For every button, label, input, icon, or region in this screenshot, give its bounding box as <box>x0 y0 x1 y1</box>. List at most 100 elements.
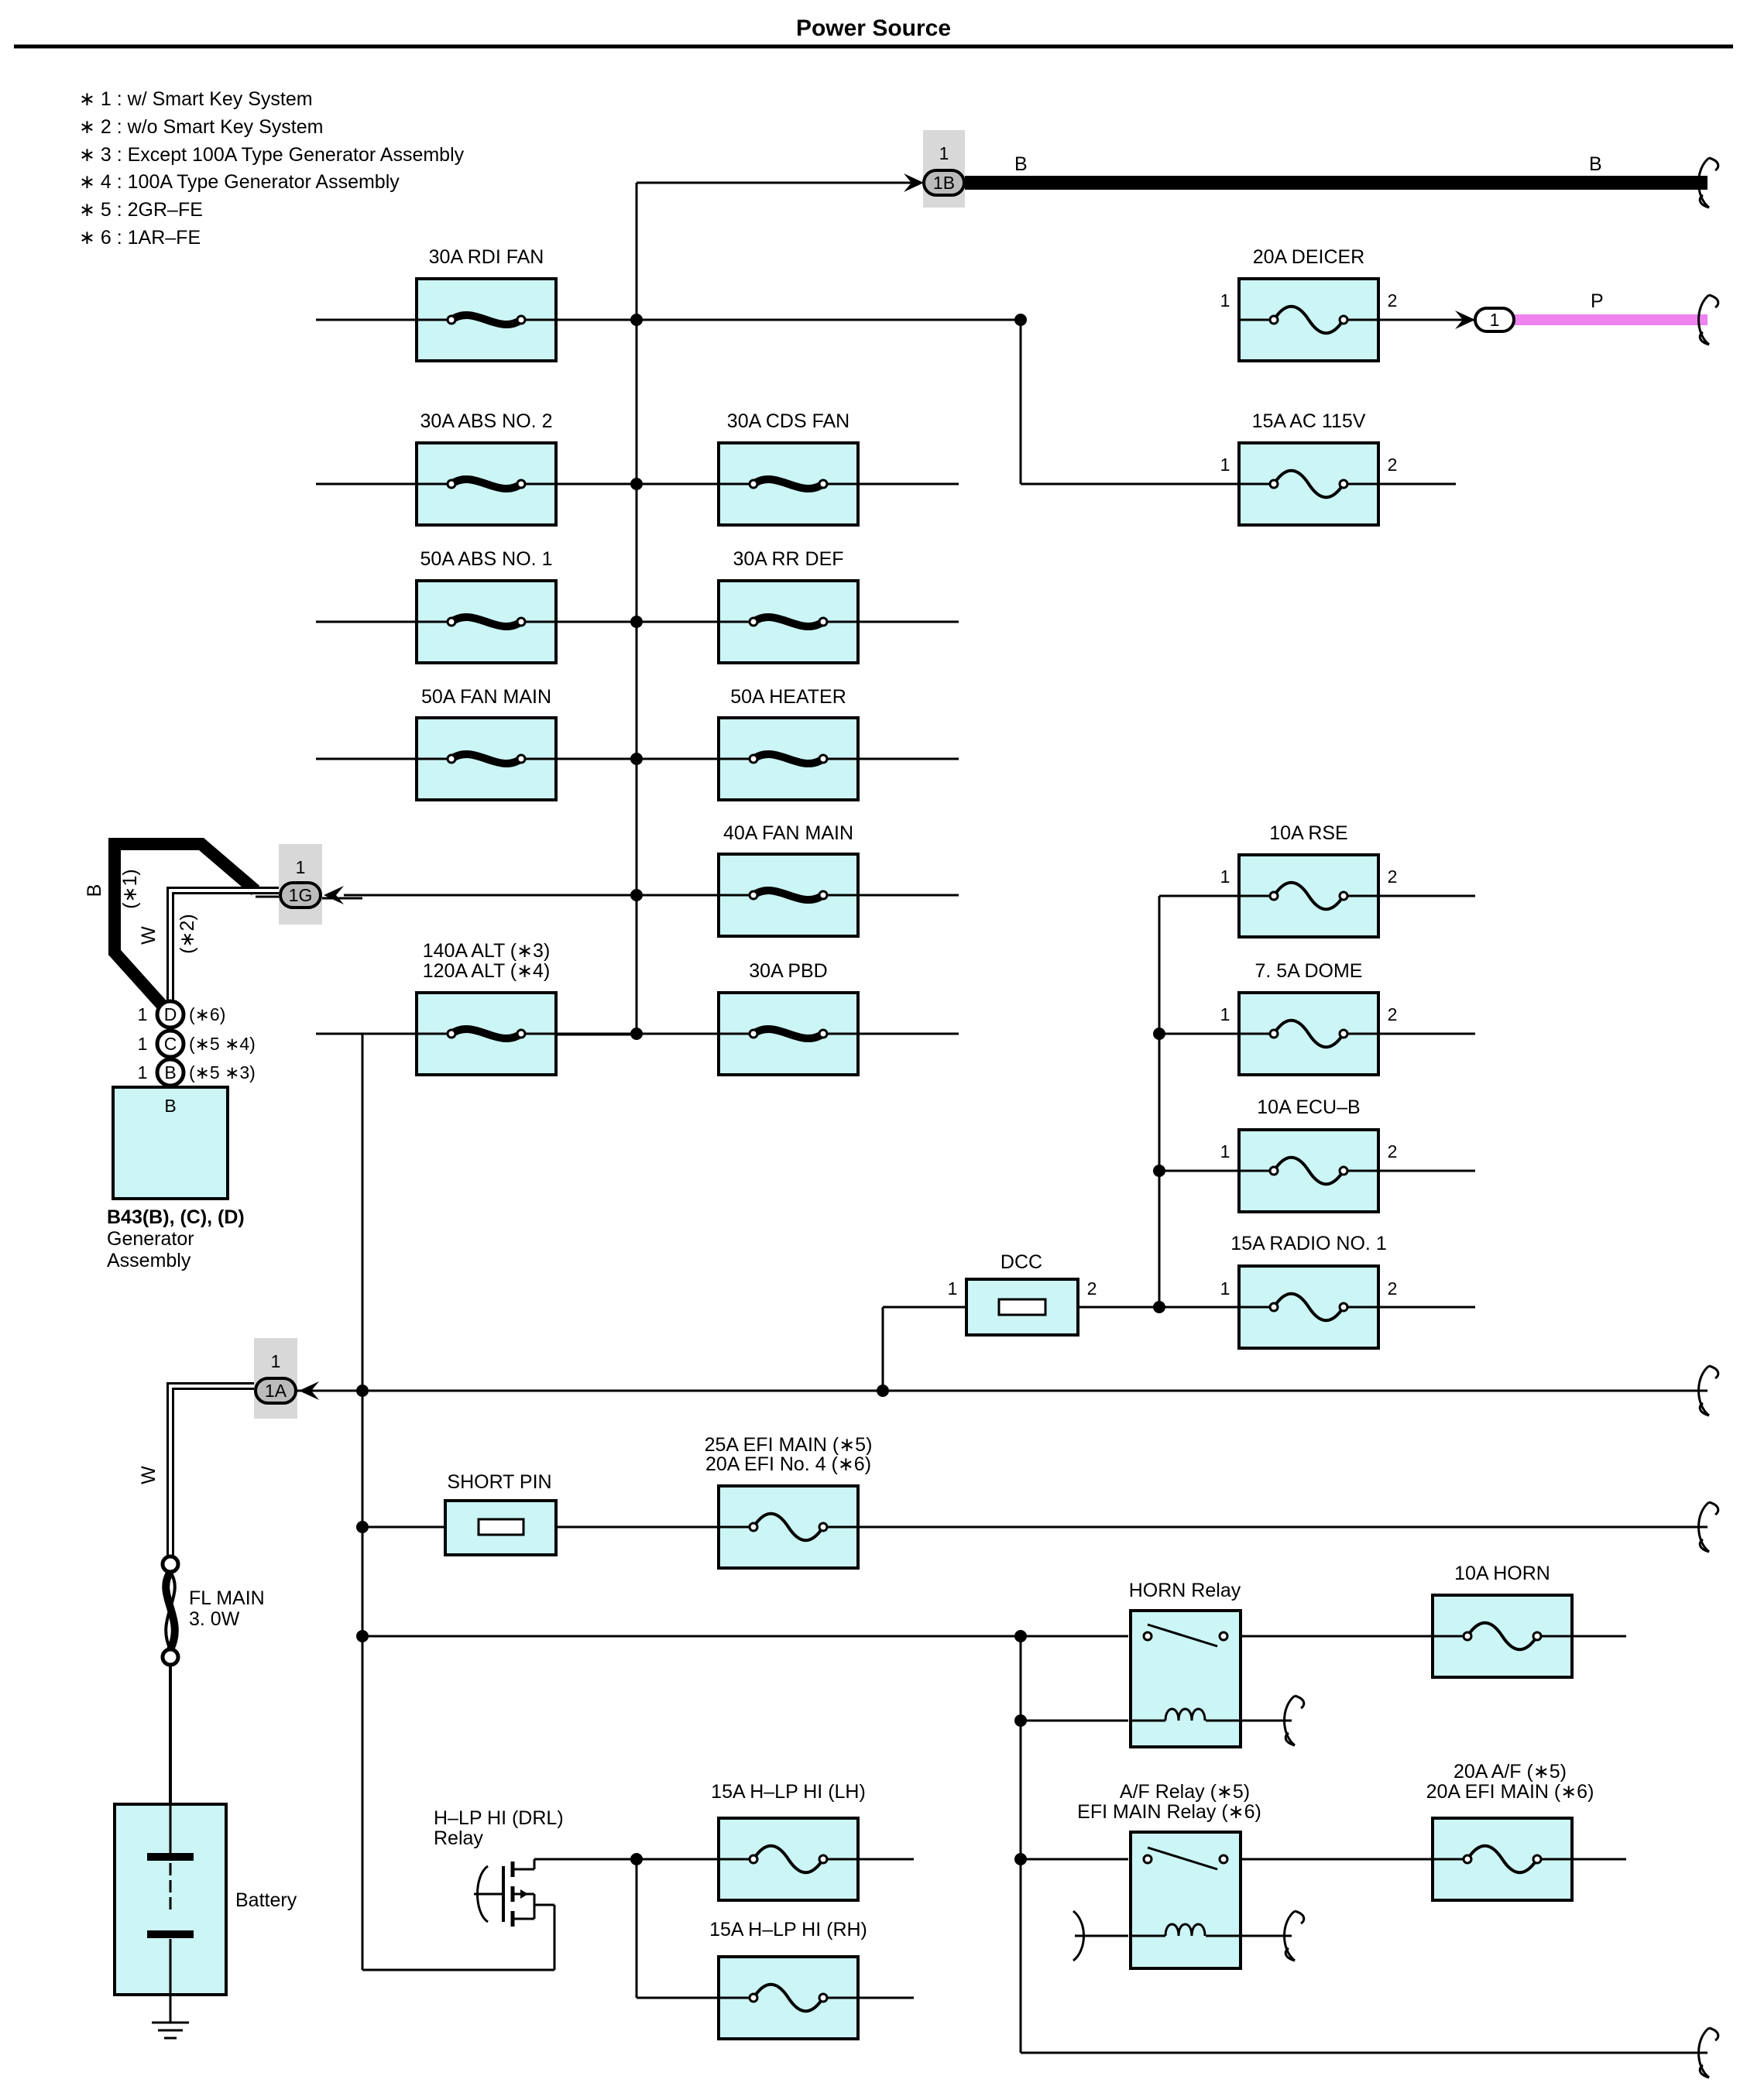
note-2: ∗ 2 : w/o Smart Key System <box>79 116 323 138</box>
svg-text:2: 2 <box>1388 1278 1398 1299</box>
svg-text:DCC: DCC <box>1000 1251 1042 1273</box>
svg-text:20A A/F (∗5): 20A A/F (∗5) <box>1454 1761 1567 1783</box>
svg-text:H–LP HI (DRL): H–LP HI (DRL) <box>434 1807 564 1829</box>
page-title: Power Source <box>796 15 951 41</box>
wire-b-label-right: B <box>1589 153 1602 175</box>
lower-bus-wires <box>294 1389 1708 2054</box>
connector-1-pink-label: 1 <box>1490 310 1500 330</box>
connector-1b <box>922 169 966 197</box>
note-6: ∗ 6 : 1AR–FE <box>79 227 201 249</box>
connector-1b-label: 1B <box>933 173 955 193</box>
svg-text:(∗5 ∗4): (∗5 ∗4) <box>189 1034 256 1054</box>
note-1: ∗ 1 : w/ Smart Key System <box>79 88 313 110</box>
hlp-wires <box>362 1858 914 1999</box>
dcc-branch-wires <box>881 894 1475 1391</box>
svg-text:30A ABS NO. 2: 30A ABS NO. 2 <box>420 410 553 432</box>
connector-1-pink <box>1474 307 1515 333</box>
svg-text:25A EFI MAIN (∗5): 25A EFI MAIN (∗5) <box>705 1434 873 1456</box>
note-5: ∗ 5 : 2GR–FE <box>79 199 203 221</box>
fuse-horn: 10A HORN <box>1431 1563 1574 1679</box>
wire-break-left-af <box>1072 1910 1085 1962</box>
svg-text:W: W <box>138 1466 160 1484</box>
wire-p-label: P <box>1591 290 1604 312</box>
svg-text:2: 2 <box>1388 290 1398 311</box>
fuse-af: 20A A/F (∗5) 20A EFI MAIN (∗6) <box>1426 1761 1594 1902</box>
notes-legend: ∗ 1 : w/ Smart Key System ∗ 2 : w/o Smar… <box>79 88 465 249</box>
svg-text:50A FAN MAIN: 50A FAN MAIN <box>421 686 551 708</box>
fuse-hlp-hi-rh: 15A H–LP HI (RH) <box>709 1919 867 2040</box>
svg-text:1: 1 <box>271 1351 281 1371</box>
connector-1b-pin: 1 <box>939 143 949 163</box>
fuse-fan-main-50a: 50A FAN MAIN <box>316 686 657 800</box>
svg-text:10A RSE: 10A RSE <box>1269 822 1347 844</box>
svg-text:1: 1 <box>138 1004 148 1024</box>
svg-text:140A ALT (∗3): 140A ALT (∗3) <box>423 940 551 962</box>
svg-text:1: 1 <box>1220 455 1230 475</box>
svg-text:Battery: Battery <box>235 1889 297 1911</box>
junction-dots-dcc <box>1153 1028 1165 1313</box>
svg-text:10A ECU–B: 10A ECU–B <box>1257 1096 1360 1118</box>
svg-text:B43(B), (C), (D): B43(B), (C), (D) <box>107 1206 245 1228</box>
horn-relay: HORN Relay <box>1129 1580 1242 1748</box>
svg-text:1: 1 <box>1220 1141 1230 1162</box>
fuse-radio-no1: 15A RADIO NO. 1 1 2 <box>1220 1233 1398 1350</box>
svg-text:15A RADIO NO. 1: 15A RADIO NO. 1 <box>1230 1233 1386 1254</box>
svg-text:7. 5A DOME: 7. 5A DOME <box>1255 960 1363 982</box>
svg-text:2: 2 <box>1388 1141 1398 1162</box>
svg-text:Generator: Generator <box>107 1228 194 1250</box>
svg-text:15A H–LP HI (RH): 15A H–LP HI (RH) <box>709 1919 867 1940</box>
svg-text:10A HORN: 10A HORN <box>1454 1563 1550 1584</box>
svg-text:1: 1 <box>296 857 306 877</box>
svg-text:2: 2 <box>1388 1004 1398 1024</box>
svg-text:30A CDS FAN: 30A CDS FAN <box>727 410 849 432</box>
svg-text:EFI MAIN Relay (∗6): EFI MAIN Relay (∗6) <box>1077 1801 1261 1823</box>
dcc-fusible: DCC 1 2 <box>948 1251 1097 1337</box>
battery: Battery <box>113 1803 297 2040</box>
af-relay: A/F Relay (∗5) EFI MAIN Relay (∗6) <box>1077 1781 1261 1970</box>
svg-text:SHORT PIN: SHORT PIN <box>447 1471 551 1493</box>
svg-text:A/F Relay (∗5): A/F Relay (∗5) <box>1120 1781 1250 1803</box>
fuse-rse: 10A RSE 1 2 <box>1220 822 1398 938</box>
svg-text:(∗5 ∗3): (∗5 ∗3) <box>189 1062 256 1083</box>
generator-connectors: D C B 1 1 1 (∗6) (∗5 ∗4) (∗5 ∗3) <box>138 999 256 1088</box>
connector-1g <box>279 881 322 909</box>
svg-text:2: 2 <box>1087 1278 1097 1299</box>
star2-label: (∗2) <box>177 914 198 954</box>
svg-text:2: 2 <box>1388 866 1398 887</box>
fuse-pbd: 30A PBD <box>618 960 959 1075</box>
svg-text:1: 1 <box>948 1278 958 1299</box>
svg-text:120A ALT (∗4): 120A ALT (∗4) <box>423 960 551 982</box>
svg-text:50A ABS NO. 1: 50A ABS NO. 1 <box>420 548 553 570</box>
hlp-relay: H–LP HI (DRL) Relay <box>434 1807 564 1927</box>
fuse-rdi-fan: 30A RDI FAN <box>316 246 657 361</box>
svg-text:1: 1 <box>1220 290 1230 311</box>
wire-w-gen-label: W <box>138 926 160 945</box>
svg-text:Relay: Relay <box>434 1827 483 1849</box>
short-pin: SHORT PIN <box>444 1471 558 1556</box>
svg-text:C: C <box>164 1034 177 1054</box>
svg-text:FL MAIN: FL MAIN <box>189 1587 265 1609</box>
svg-text:B: B <box>164 1062 176 1083</box>
junction-dots-trunk <box>630 314 1027 1040</box>
svg-text:1A: 1A <box>265 1381 287 1401</box>
svg-text:30A RR DEF: 30A RR DEF <box>733 548 843 570</box>
fuse-alt: 140A ALT (∗3) 120A ALT (∗4) <box>316 940 657 1075</box>
svg-text:B: B <box>164 1096 176 1116</box>
fuse-rr-def: 30A RR DEF <box>618 548 959 663</box>
svg-text:1: 1 <box>1220 1004 1230 1024</box>
svg-text:HORN Relay: HORN Relay <box>1129 1580 1241 1601</box>
svg-text:3. 0W: 3. 0W <box>189 1608 240 1630</box>
fuse-abs-no2: 30A ABS NO. 2 <box>316 410 657 525</box>
svg-text:Assembly: Assembly <box>107 1250 191 1271</box>
svg-text:1: 1 <box>1220 866 1230 887</box>
wire-b-label-left: B <box>1014 153 1028 175</box>
fl-main-fusible-link: FL MAIN 3. 0W <box>160 1554 265 1667</box>
svg-text:20A EFI MAIN (∗6): 20A EFI MAIN (∗6) <box>1426 1781 1594 1803</box>
svg-text:20A EFI No. 4 (∗6): 20A EFI No. 4 (∗6) <box>705 1453 871 1475</box>
svg-text:D: D <box>164 1004 177 1024</box>
note-4: ∗ 4 : 100A Type Generator Assembly <box>79 171 400 193</box>
fuse-cds-fan: 30A CDS FAN <box>618 410 959 525</box>
battery-wiring: W <box>138 1382 256 1804</box>
generator-assembly: B B43(B), (C), (D) Generator Assembly <box>107 1086 245 1271</box>
